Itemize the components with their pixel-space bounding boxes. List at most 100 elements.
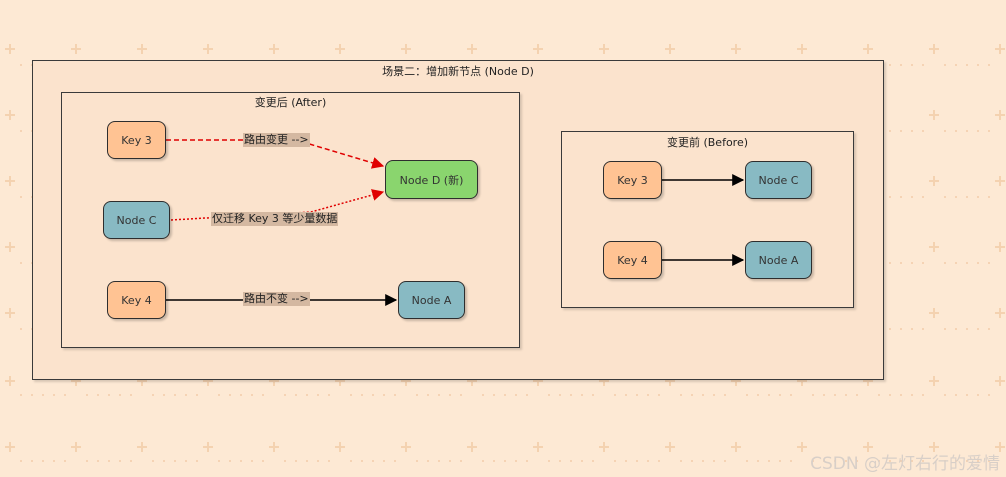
grid-dot <box>416 394 418 396</box>
before-key3-node[interactable]: Key 3 <box>603 161 662 199</box>
grid-dot <box>108 460 110 462</box>
grid-dot <box>834 394 836 396</box>
grid-dot <box>878 394 880 396</box>
grid-plus-mark <box>863 44 873 54</box>
grid-dot <box>922 196 924 198</box>
grid-plus-mark <box>995 44 1005 54</box>
grid-dot <box>922 64 924 66</box>
grid-dot <box>944 328 946 330</box>
grid-dot <box>966 130 968 132</box>
grid-dot <box>317 394 319 396</box>
grid-dot <box>691 460 693 462</box>
grid-dot <box>295 394 297 396</box>
grid-dot <box>955 196 957 198</box>
grid-dot <box>42 460 44 462</box>
grid-dot <box>493 394 495 396</box>
grid-dot <box>229 394 231 396</box>
grid-dot <box>944 460 946 462</box>
grid-dot <box>548 460 550 462</box>
grid-plus-mark <box>203 44 213 54</box>
grid-dot <box>724 394 726 396</box>
grid-dot <box>64 460 66 462</box>
before-key4-node[interactable]: Key 4 <box>603 241 662 279</box>
grid-dot <box>350 394 352 396</box>
grid-dot <box>900 394 902 396</box>
grid-dot <box>757 460 759 462</box>
grid-dot <box>955 328 957 330</box>
grid-dot <box>911 328 913 330</box>
grid-dot <box>438 394 440 396</box>
grid-dot <box>482 460 484 462</box>
grid-dot <box>493 460 495 462</box>
grid-dot <box>185 394 187 396</box>
grid-plus-mark <box>5 44 15 54</box>
grid-dot <box>713 460 715 462</box>
before-node-c[interactable]: Node C <box>745 161 812 199</box>
grid-plus-mark <box>269 442 279 452</box>
grid-dot <box>823 460 825 462</box>
grid-dot <box>251 394 253 396</box>
grid-plus-mark <box>731 442 741 452</box>
before-node-a[interactable]: Node A <box>745 241 812 279</box>
after-node-c[interactable]: Node C <box>103 201 170 239</box>
grid-dot <box>53 394 55 396</box>
grid-plus-mark <box>665 442 675 452</box>
after-key4-node[interactable]: Key 4 <box>107 281 166 319</box>
grid-dot <box>97 460 99 462</box>
grid-dot <box>482 394 484 396</box>
grid-plus-mark <box>995 110 1005 120</box>
grid-plus-mark <box>467 44 477 54</box>
grid-dot <box>438 460 440 462</box>
grid-plus-mark <box>401 442 411 452</box>
grid-dot <box>295 460 297 462</box>
grid-dot <box>680 460 682 462</box>
grid-dot <box>449 394 451 396</box>
grid-dot <box>196 394 198 396</box>
grid-dot <box>163 460 165 462</box>
grid-dot <box>20 328 22 330</box>
grid-plus-mark <box>929 376 939 386</box>
grid-plus-mark <box>5 376 15 386</box>
grid-plus-mark <box>5 110 15 120</box>
grid-plus-mark <box>137 442 147 452</box>
grid-dot <box>328 460 330 462</box>
grid-dot <box>427 394 429 396</box>
grid-dot <box>548 394 550 396</box>
grid-plus-mark <box>929 44 939 54</box>
grid-dot <box>845 460 847 462</box>
grid-plus-mark <box>137 44 147 54</box>
grid-dot <box>262 460 264 462</box>
grid-dot <box>559 394 561 396</box>
grid-dot <box>130 460 132 462</box>
scenario-title: 场景二：增加新节点 (Node D) <box>382 65 534 78</box>
after-node-d-new[interactable]: Node D (新) <box>385 160 478 199</box>
grid-plus-mark <box>533 44 543 54</box>
grid-dot <box>350 460 352 462</box>
grid-dot <box>812 460 814 462</box>
grid-dot <box>922 262 924 264</box>
grid-plus-mark <box>71 44 81 54</box>
grid-dot <box>372 460 374 462</box>
grid-dot <box>64 394 66 396</box>
grid-dot <box>944 196 946 198</box>
grid-dot <box>988 460 990 462</box>
grid-dot <box>416 460 418 462</box>
grid-dot <box>966 394 968 396</box>
grid-dot <box>31 394 33 396</box>
grid-dot <box>922 394 924 396</box>
grid-plus-mark <box>995 376 1005 386</box>
grid-plus-mark <box>401 44 411 54</box>
after-title: 变更后 (After) <box>254 96 327 109</box>
after-key3-node[interactable]: Key 3 <box>107 121 166 159</box>
grid-dot <box>306 460 308 462</box>
grid-dot <box>944 64 946 66</box>
grid-dot <box>977 130 979 132</box>
grid-dot <box>383 460 385 462</box>
grid-dot <box>328 394 330 396</box>
grid-dot <box>900 460 902 462</box>
grid-dot <box>922 460 924 462</box>
grid-dot <box>647 394 649 396</box>
grid-dot <box>955 394 957 396</box>
grid-dot <box>779 460 781 462</box>
after-node-a[interactable]: Node A <box>398 281 465 319</box>
